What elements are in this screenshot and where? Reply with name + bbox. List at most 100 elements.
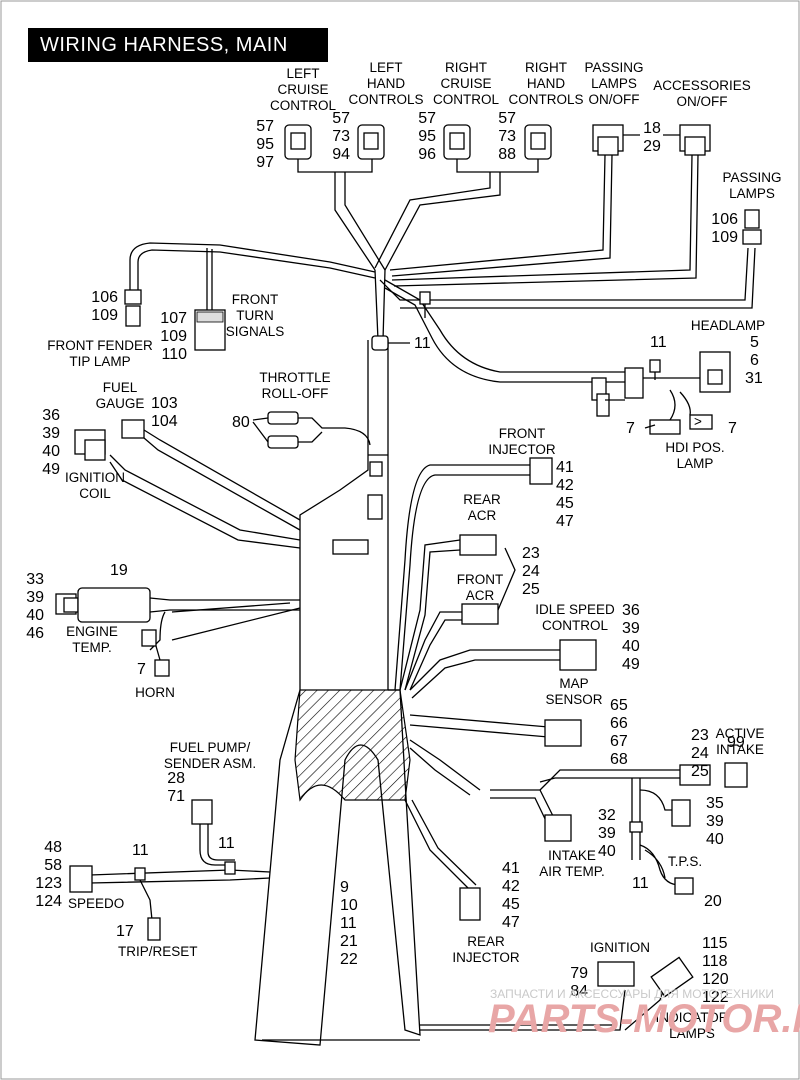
label-map-sensor-2: SENSOR <box>545 692 602 707</box>
num-intake-air-2: 39 <box>598 825 616 842</box>
label-throttle-1: THROTTLE <box>259 370 330 385</box>
num-ignition-coil-4: 49 <box>42 461 60 478</box>
num-fuel-pump-2: 71 <box>167 788 185 805</box>
main-harness-trunk <box>254 340 421 1046</box>
label-tps: T.P.S. <box>668 854 702 869</box>
num-harness-clip-top: 11 <box>414 335 431 352</box>
label-rear-injector-2: INJECTOR <box>452 950 520 965</box>
label-active-intake-2: INTAKE <box>716 742 764 757</box>
num-left-hand-2: 73 <box>332 128 350 145</box>
front-acr-connector <box>461 603 499 625</box>
label-horn: HORN <box>135 685 175 700</box>
num-idle-speed-1: 36 <box>622 602 640 619</box>
front-injector-connector <box>529 457 553 485</box>
num-fuel-gauge-2: 104 <box>151 413 178 430</box>
label-front-turn-1: FRONT <box>232 292 279 307</box>
watermark: ЗАПЧАСТИ И АКСЕССУАРЫ ДЛЯ МОТОТЕХНИКИ PA… <box>488 987 800 1041</box>
map-sensor-connector <box>544 719 582 747</box>
num-idle-speed-2: 39 <box>622 620 640 637</box>
num-front-injector-3: 45 <box>556 495 574 512</box>
num-tps-clip: 11 <box>632 875 649 892</box>
diagram-title: WIRING HARNESS, MAIN <box>28 28 328 62</box>
label-idle-speed-2: CONTROL <box>542 618 608 633</box>
label-ignition-coil-1: IGNITION <box>65 470 125 485</box>
num-speedo-4: 124 <box>35 893 62 910</box>
num-acr-1: 23 <box>522 545 540 562</box>
num-right-hand-3: 88 <box>498 146 516 163</box>
front-fender-branch <box>124 242 376 351</box>
num-right-cruise-3: 96 <box>418 146 436 163</box>
label-ignition: IGNITION <box>590 940 650 955</box>
label-passing-lamps-2: LAMPS <box>729 186 775 201</box>
num-engine-temp-3: 40 <box>26 607 44 624</box>
label-front-turn-2: TURN <box>236 308 274 323</box>
tps-connector <box>674 877 694 895</box>
fuel-gauge-connector <box>121 419 145 439</box>
num-map-sensor-1: 65 <box>610 697 628 714</box>
label-idle-speed-1: IDLE SPEED <box>535 602 615 617</box>
label-headlamp: HEADLAMP <box>691 318 765 333</box>
label-rear-acr-1: REAR <box>463 492 501 507</box>
label-left-cruise-1: LEFT <box>286 66 319 81</box>
num-fuel-pump-clip: 11 <box>218 835 235 852</box>
num-front-turn-3: 110 <box>161 346 187 363</box>
throttle-connector-2 <box>267 435 299 449</box>
num-main-harness-1: 9 <box>340 879 349 896</box>
num-active-intake-3: 25 <box>691 763 709 780</box>
label-front-turn-3: SIGNALS <box>226 324 285 339</box>
num-map-sensor-3: 67 <box>610 733 628 750</box>
num-trip-reset: 17 <box>116 923 134 940</box>
label-engine-temp-2: TEMP. <box>72 640 112 655</box>
num-headlamp-1: 5 <box>750 334 759 351</box>
num-hdi-right: 7 <box>728 420 737 437</box>
ignition-branch <box>420 956 694 1031</box>
num-left-cruise-3: 97 <box>256 154 274 171</box>
num-rear-injector-4: 47 <box>502 914 520 931</box>
throttle-connector-1 <box>267 411 299 425</box>
num-speedo-1: 48 <box>44 839 62 856</box>
num-headlamp-2: 6 <box>750 352 759 369</box>
label-active-intake-1: ACTIVE <box>716 726 765 741</box>
active-intake-part <box>724 762 748 788</box>
speedo-connector <box>69 865 93 893</box>
num-ignition-coil-1: 36 <box>42 407 60 424</box>
num-engine-temp-4: 46 <box>26 625 44 642</box>
label-front-fender-2: TIP LAMP <box>69 354 130 369</box>
num-ignition-2: 84 <box>570 983 588 1000</box>
throttle-branch <box>252 411 371 449</box>
label-map-sensor-1: MAP <box>559 676 588 691</box>
num-map-sensor-4: 68 <box>610 751 628 768</box>
num-left-hand-3: 94 <box>332 146 350 163</box>
label-left-hand-1: LEFT <box>369 60 402 75</box>
label-left-cruise-3: CONTROL <box>270 98 336 113</box>
label-front-injector-1: FRONT <box>499 426 546 441</box>
num-active-intake-1: 23 <box>691 727 709 744</box>
ignition-connector <box>597 961 635 987</box>
label-intake-air-1: INTAKE <box>548 848 596 863</box>
label-accessories-1: ACCESSORIES <box>653 78 751 93</box>
hand-control-connectors <box>284 124 552 271</box>
component-labels: LEFT CRUISE CONTROL LEFT HAND CONTROLS R… <box>47 60 781 1041</box>
label-engine-temp-1: ENGINE <box>66 624 118 639</box>
num-left-hand-1: 57 <box>332 110 350 127</box>
num-main-harness-3: 11 <box>340 915 357 932</box>
harness-clip <box>371 335 389 351</box>
num-active-intake-part: 99 <box>727 734 745 751</box>
num-front-fender-2: 109 <box>91 307 118 324</box>
num-right-hand-2: 73 <box>498 128 516 145</box>
label-right-cruise-1: RIGHT <box>445 60 487 75</box>
num-engine-temp-1: 33 <box>26 571 44 588</box>
tps-side-connector <box>671 799 691 827</box>
num-acr-2: 24 <box>522 563 540 580</box>
num-ignition-coil-2: 39 <box>42 425 60 442</box>
label-rear-injector-1: REAR <box>467 934 505 949</box>
active-intake-connector <box>679 764 711 786</box>
label-right-hand-2: HAND <box>527 76 566 91</box>
label-front-fender-1: FRONT FENDER <box>47 338 153 353</box>
num-map-sensor-2: 66 <box>610 715 628 732</box>
num-front-fender-1: 106 <box>91 289 118 306</box>
label-left-cruise-2: CRUISE <box>277 82 328 97</box>
num-main-harness-4: 21 <box>340 933 358 950</box>
